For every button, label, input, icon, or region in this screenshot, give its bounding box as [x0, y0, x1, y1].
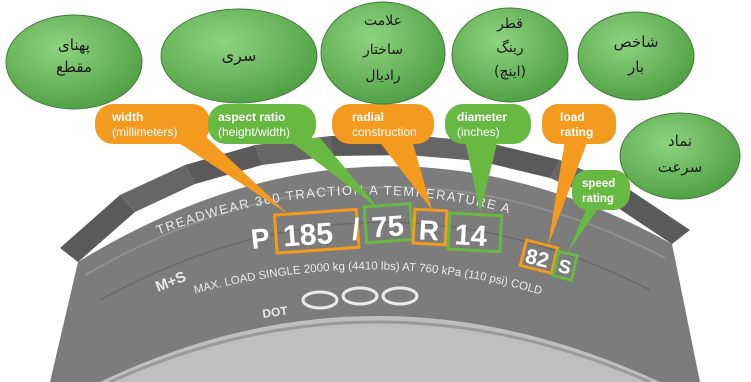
- svg-text:aspect ratio: aspect ratio: [218, 110, 285, 124]
- bubble-radial: علامت ساختار رادیال: [320, 1, 446, 105]
- tire-sidewall: TREADWEAR 360 TRACTION A TEMPERATURE A M…: [50, 135, 700, 382]
- svg-text:پهنای: پهنای: [58, 36, 90, 55]
- dot-marking: DOT: [261, 303, 289, 320]
- svg-text:علامت: علامت: [364, 13, 402, 29]
- bubble-width: پهنای مقطع: [5, 14, 143, 110]
- bubble-speed: نماد سرعت: [619, 112, 741, 200]
- load-box: [518, 238, 560, 275]
- callout-pointers: [168, 136, 604, 252]
- bubble-diameter: قطر رینگ (اینچ): [451, 7, 569, 103]
- svg-text:رینگ: رینگ: [496, 39, 523, 56]
- width-code: 185: [282, 217, 334, 253]
- callout-width: width (millimeters): [95, 104, 210, 144]
- aspect-code: 75: [371, 210, 405, 244]
- svg-text:نماد: نماد: [668, 132, 692, 150]
- diameter-code: 14: [454, 219, 488, 253]
- svg-text:مقطع: مقطع: [56, 58, 92, 76]
- svg-text:رادیال: رادیال: [365, 68, 400, 84]
- svg-text:(height/width): (height/width): [218, 125, 290, 139]
- svg-text:شاخص: شاخص: [614, 33, 659, 51]
- code-prefix: P: [249, 222, 271, 255]
- svg-text:rating: rating: [582, 193, 614, 205]
- bubble-load: شاخص بار: [577, 11, 695, 101]
- bubble-series: سری: [160, 8, 318, 104]
- diameter-box: [446, 211, 504, 254]
- svg-text:diameter: diameter: [457, 110, 507, 124]
- speed-box: [551, 249, 580, 282]
- rim-arc: [100, 316, 660, 382]
- callout-load-rating: load rating: [542, 104, 616, 144]
- svg-text:سرعت: سرعت: [658, 158, 703, 176]
- svg-text:width: width: [111, 110, 143, 124]
- svg-text:ساختار: ساختار: [362, 42, 403, 58]
- svg-text:construction: construction: [352, 125, 417, 139]
- code-slash: /: [351, 213, 362, 247]
- svg-text:speed: speed: [582, 178, 615, 190]
- svg-text:(اینچ): (اینچ): [494, 64, 526, 80]
- svg-text:load: load: [560, 110, 585, 124]
- callout-diameter: diameter (inches): [445, 104, 531, 144]
- callout-speed-rating: speed rating: [572, 170, 630, 210]
- aspect-box: [362, 202, 415, 245]
- svg-text:radial: radial: [352, 110, 384, 124]
- width-box: [272, 207, 361, 255]
- load-code: 82: [523, 245, 551, 273]
- svg-text:قطر: قطر: [496, 16, 523, 32]
- radial-box: [411, 207, 449, 247]
- svg-text:بار: بار: [627, 58, 644, 76]
- callout-radial: radial construction: [332, 104, 434, 144]
- svg-text:سری: سری: [222, 46, 257, 66]
- radial-code: R: [418, 214, 440, 246]
- sidewall-band: [50, 166, 700, 382]
- svg-text:rating: rating: [560, 125, 593, 139]
- speed-code: S: [556, 256, 573, 279]
- svg-text:(millimeters): (millimeters): [112, 125, 177, 139]
- callout-aspect-ratio: aspect ratio (height/width): [208, 104, 316, 144]
- svg-text:(inches): (inches): [457, 125, 500, 139]
- dot-code-ovals: [301, 286, 419, 310]
